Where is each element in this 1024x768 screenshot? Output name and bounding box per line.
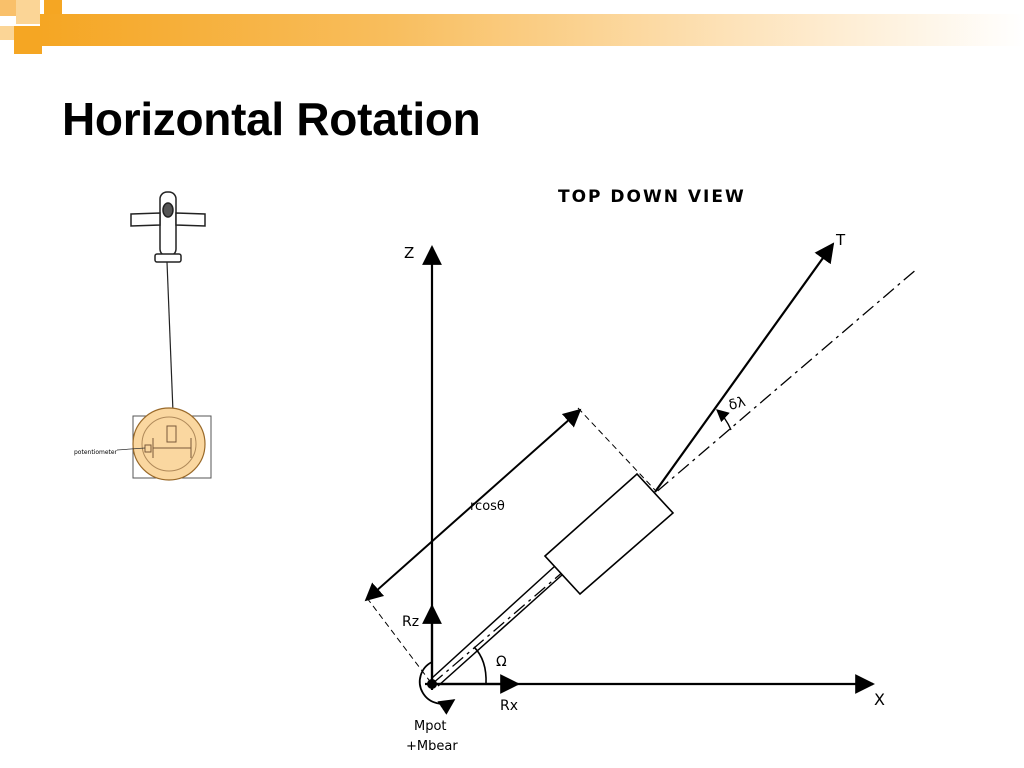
aircraft-body-rect (543, 472, 675, 596)
delta-lambda-label: δλ (727, 394, 747, 414)
omega-label: Ω (496, 654, 507, 670)
diagram-heading: TOP DOWN VIEW (558, 187, 746, 207)
tether-line (166, 261, 174, 413)
dimension-extension-bottom (366, 597, 433, 685)
moment-label-line1: Mpot (414, 719, 447, 734)
arm-line-upper (431, 565, 556, 679)
slide-title: Horizontal Rotation (62, 93, 481, 145)
deco-square-1 (0, 0, 16, 16)
potentiometer-label: potentiometer (74, 449, 118, 456)
deco-square-4 (14, 26, 42, 54)
rz-label: Rz (402, 614, 419, 630)
deco-square-3 (44, 0, 62, 14)
pivot-point (427, 679, 437, 689)
x-axis-label: X (874, 690, 885, 709)
moment-arc (418, 661, 456, 715)
rx-label: Rx (500, 698, 518, 714)
header-bar (40, 14, 1024, 46)
rcos-theta-dimension (364, 408, 582, 602)
potentiometer-pointer (116, 447, 146, 451)
rcos-theta-label: rcosθ (470, 499, 505, 514)
thrust-vector (654, 242, 835, 493)
omega-arc (473, 646, 487, 685)
top-down-view-diagram: TOP DOWN VIEW Z X T δλ rcosθ Ω Rz Rx Mpo… (364, 187, 919, 754)
z-axis-label: Z (404, 244, 414, 262)
delta-lambda-arc (716, 409, 732, 431)
tethered-airplane-figure: potentiometer (74, 191, 212, 481)
centerline (431, 267, 919, 685)
thrust-label: T (835, 231, 846, 249)
airplane-icon (130, 191, 206, 263)
moment-label-line2: +Mbear (406, 739, 458, 754)
deco-square-5 (0, 26, 14, 40)
potentiometer-base (132, 407, 212, 481)
dimension-extension-top (577, 407, 656, 491)
deco-square-2 (16, 0, 40, 24)
